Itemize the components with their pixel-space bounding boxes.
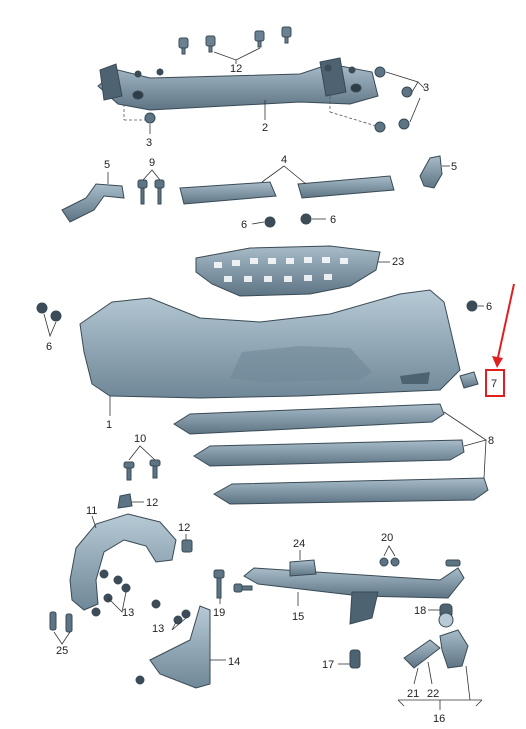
callout-6-a: 6 bbox=[241, 219, 247, 231]
bracket-5-left bbox=[61, 172, 125, 223]
callout-19: 19 bbox=[213, 607, 225, 619]
bolt-9-group bbox=[137, 179, 165, 205]
callout-14: 14 bbox=[228, 656, 240, 668]
plug-17 bbox=[338, 649, 361, 669]
bolt-19-group bbox=[213, 569, 253, 599]
clip-12 bbox=[117, 493, 193, 553]
callout-6-d: 6 bbox=[486, 301, 492, 313]
callout-18: 18 bbox=[414, 605, 426, 617]
callout-2: 2 bbox=[262, 122, 268, 134]
callout-20: 20 bbox=[381, 532, 393, 544]
callout-12-mid: 12 bbox=[146, 497, 158, 509]
tow-cover-7 bbox=[459, 371, 479, 389]
bumper-cover-1 bbox=[79, 289, 461, 416]
callout-labels: 12 2 3 3 5 9 4 5 6 6 23 6 6 7 1 8 10 12 … bbox=[46, 63, 497, 725]
callout-12-top: 12 bbox=[230, 63, 242, 75]
mud-flap-14 bbox=[135, 605, 226, 689]
clip-10-group bbox=[123, 459, 161, 481]
callout-6-b: 6 bbox=[330, 214, 336, 226]
callout-24: 24 bbox=[293, 538, 305, 550]
callout-9: 9 bbox=[149, 157, 155, 169]
callout-21: 21 bbox=[407, 688, 419, 700]
callout-4: 4 bbox=[281, 154, 287, 166]
bracket-5-right bbox=[419, 155, 450, 189]
callout-16: 16 bbox=[433, 713, 445, 725]
wheel-housing-liner-11 bbox=[69, 513, 177, 611]
callout-10: 10 bbox=[134, 433, 146, 445]
callout-5-left: 5 bbox=[104, 159, 110, 171]
bar-nuts bbox=[134, 64, 356, 78]
callout-5-right: 5 bbox=[451, 161, 457, 173]
callout-8: 8 bbox=[488, 435, 494, 447]
callout-15: 15 bbox=[292, 611, 304, 623]
callout-1: 1 bbox=[106, 419, 112, 431]
screw-12-group bbox=[178, 26, 292, 64]
callout-23: 23 bbox=[392, 256, 404, 268]
callout-11: 11 bbox=[86, 505, 97, 517]
callout-17: 17 bbox=[322, 659, 334, 671]
callout-25: 25 bbox=[56, 645, 68, 657]
highlight-marker bbox=[485, 283, 515, 397]
bumper-reinforcement-bar bbox=[97, 57, 379, 127]
callout-13-lower: 13 bbox=[152, 623, 164, 635]
callout-12-right: 12 bbox=[178, 522, 190, 534]
screw-13-group bbox=[91, 569, 191, 625]
callout-13-upper: 13 bbox=[122, 607, 134, 619]
bolt-25-group bbox=[49, 611, 73, 633]
callout-3-lower: 3 bbox=[146, 137, 152, 149]
nut-6-group bbox=[36, 213, 478, 322]
clip-20-group bbox=[379, 557, 461, 567]
carrier-23 bbox=[195, 245, 390, 297]
callout-7: 7 bbox=[491, 378, 497, 390]
bracket-24 bbox=[289, 550, 317, 577]
guide-bracket-4-group bbox=[179, 165, 395, 205]
screw-3-group bbox=[144, 66, 413, 133]
callout-22: 22 bbox=[427, 688, 439, 700]
callout-6-c: 6 bbox=[46, 341, 52, 353]
tow-hook-assembly-16 bbox=[397, 612, 483, 710]
crossmember-15 bbox=[243, 567, 465, 625]
callout-3-upper: 3 bbox=[423, 82, 429, 94]
trim-strip-8-group bbox=[173, 403, 489, 505]
